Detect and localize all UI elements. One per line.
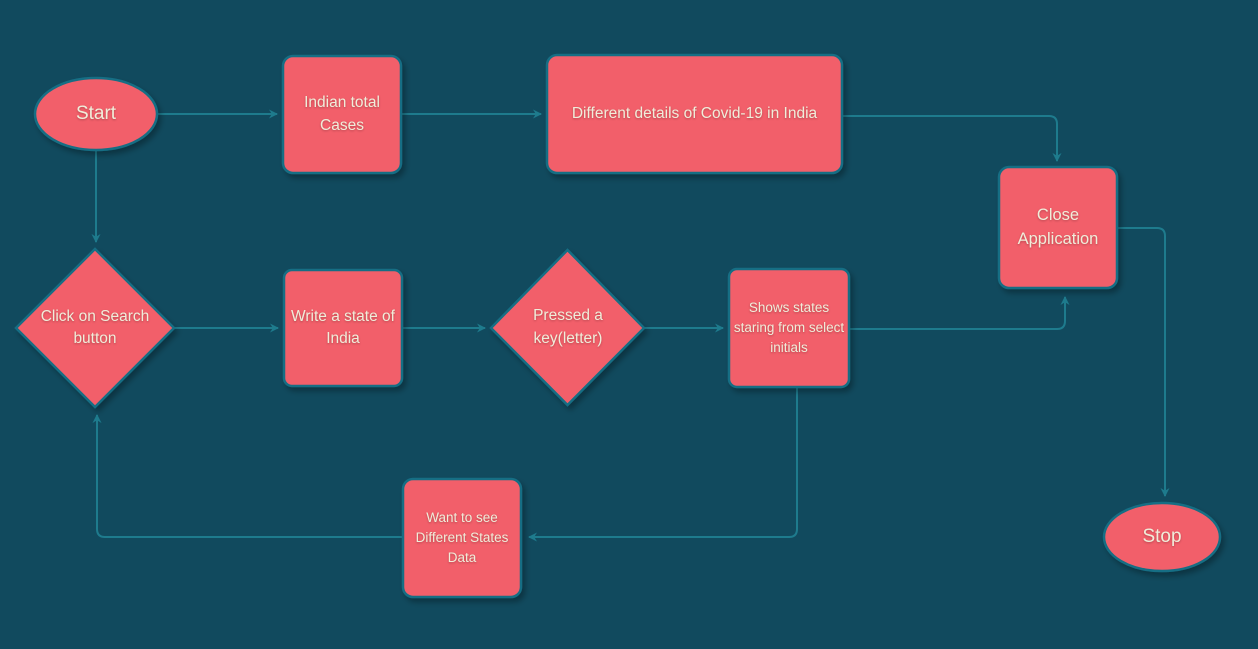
node-shows-states-shape (727, 267, 851, 389)
node-close-application-shape (997, 165, 1119, 290)
nodes (14, 53, 1222, 599)
connectors (91, 109, 1170, 542)
connector-covid-details-to-close-application (842, 115, 1062, 162)
node-write-state-shape (282, 268, 404, 388)
node-pressed-key-shape (489, 248, 646, 407)
node-want-see-shape (401, 477, 523, 599)
connector-shows-states-to-want-see (528, 387, 798, 542)
connector-close-application-to-stop (1117, 227, 1170, 497)
connector-shows-states-to-close-application (849, 296, 1070, 330)
connector-want-see-to-click-search (92, 414, 403, 538)
node-indian-total-shape (281, 54, 403, 175)
node-start-shape (33, 76, 159, 152)
node-covid-details-shape (545, 53, 844, 175)
node-click-search-shape (14, 247, 176, 409)
node-stop-shape (1102, 501, 1222, 573)
